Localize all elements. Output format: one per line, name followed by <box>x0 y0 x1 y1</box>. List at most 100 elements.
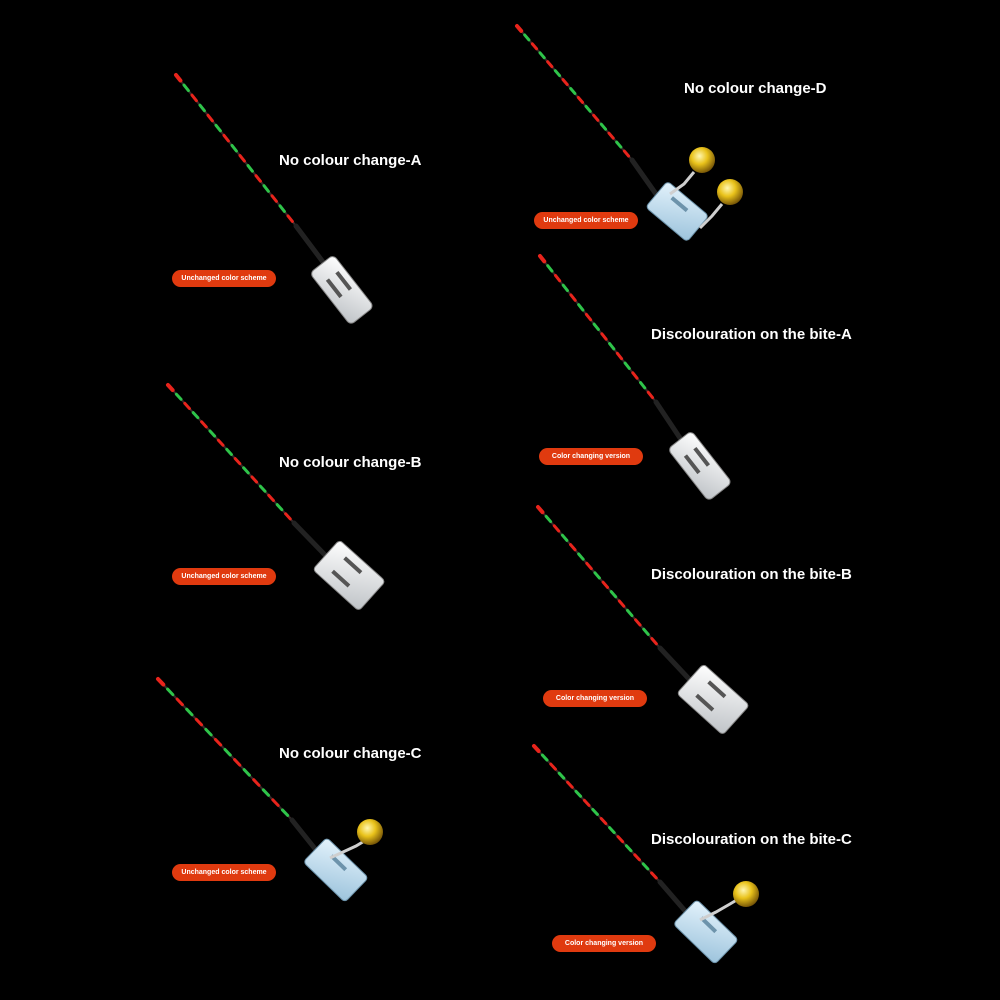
light-segment <box>546 264 554 273</box>
light-segment <box>641 862 650 871</box>
light-segment <box>185 707 194 717</box>
light-segment <box>166 383 175 393</box>
light-segment <box>238 154 246 163</box>
version-badge: Unchanged color scheme <box>172 568 276 585</box>
light-segment <box>242 768 251 777</box>
light-segment <box>214 123 222 133</box>
light-segment <box>623 361 631 370</box>
light-segment <box>569 543 577 552</box>
rod-no-change-d <box>515 24 743 241</box>
light-segment <box>262 184 270 193</box>
version-badge: Color changing version <box>552 935 656 952</box>
light-segment <box>223 748 232 757</box>
light-segment <box>233 758 242 767</box>
light-segment <box>601 580 610 589</box>
light-segment <box>156 677 166 687</box>
light-segment <box>258 484 267 493</box>
light-stick <box>166 383 295 524</box>
light-segment <box>183 401 191 410</box>
light-segment <box>544 514 553 524</box>
light-segment <box>204 727 213 737</box>
clip-holder <box>677 664 749 734</box>
light-segment <box>569 87 577 95</box>
light-segment <box>574 789 583 798</box>
light-segment <box>515 24 524 33</box>
light-segment <box>549 762 557 771</box>
clip-holder <box>669 432 731 500</box>
light-segment <box>599 817 608 826</box>
light-segment <box>577 552 585 561</box>
light-segment <box>538 51 546 60</box>
light-segment <box>569 293 577 302</box>
light-segment <box>650 637 658 646</box>
rod-cable <box>629 157 659 197</box>
light-segment <box>206 113 214 123</box>
light-segment <box>174 73 183 83</box>
light-segment <box>593 571 601 580</box>
light-segment <box>560 533 569 542</box>
light-segment <box>275 503 284 512</box>
rod-cable <box>653 399 683 441</box>
light-segment <box>182 83 190 93</box>
light-segment <box>592 322 600 331</box>
light-segment <box>646 390 655 400</box>
light-segment <box>561 78 569 87</box>
rod-bite-a <box>538 254 731 500</box>
light-segment <box>576 95 585 104</box>
light-stick <box>156 677 293 821</box>
light-segment <box>608 342 616 351</box>
light-segment <box>585 561 593 571</box>
rod-cable <box>289 817 319 853</box>
light-stick <box>515 24 633 161</box>
light-segment <box>538 254 547 264</box>
light-segment <box>536 505 545 515</box>
light-segment <box>250 475 259 484</box>
rod-cable <box>291 520 329 559</box>
version-badge: Unchanged color scheme <box>172 864 276 881</box>
light-segment <box>557 771 566 780</box>
light-segment <box>633 853 641 862</box>
light-segment <box>607 131 615 140</box>
light-segment <box>650 871 658 880</box>
rod-cable <box>657 879 689 915</box>
rod-cable <box>293 223 326 265</box>
panel-title: Discolouration on the bite-B <box>651 566 852 583</box>
light-segment <box>591 807 599 816</box>
light-segment <box>278 204 286 213</box>
light-segment <box>553 69 562 78</box>
light-segment <box>622 149 631 158</box>
bell-icon <box>717 179 743 205</box>
light-segment <box>616 835 625 844</box>
panel-title: Discolouration on the bite-C <box>651 831 852 848</box>
light-segment <box>194 717 204 727</box>
rod-bite-b <box>536 505 749 734</box>
light-segment <box>190 93 198 103</box>
light-segment <box>553 273 562 283</box>
light-segment <box>271 798 280 807</box>
light-segment <box>624 844 633 853</box>
bell-icon <box>357 819 383 845</box>
clip-holder <box>313 540 385 610</box>
light-segment <box>222 133 230 143</box>
light-segment <box>213 737 223 747</box>
light-segment <box>216 438 225 447</box>
rod-bite-c <box>532 744 759 964</box>
light-segment <box>561 283 569 293</box>
version-badge: Color changing version <box>539 448 643 465</box>
light-stick <box>536 505 661 649</box>
rod-no-change-a <box>174 73 373 324</box>
bell-spring <box>669 171 696 196</box>
light-segment <box>615 351 624 361</box>
light-segment <box>546 60 554 69</box>
light-segment <box>582 798 591 807</box>
light-segment <box>225 447 233 456</box>
panel-title: No colour change-C <box>279 745 422 762</box>
light-segment <box>617 599 626 608</box>
light-segment <box>280 808 290 817</box>
light-segment <box>532 744 541 753</box>
panel-title: Discolouration on the bite-A <box>651 326 852 343</box>
light-segment <box>609 590 618 599</box>
bell-spring <box>329 838 367 860</box>
light-segment <box>608 826 616 835</box>
